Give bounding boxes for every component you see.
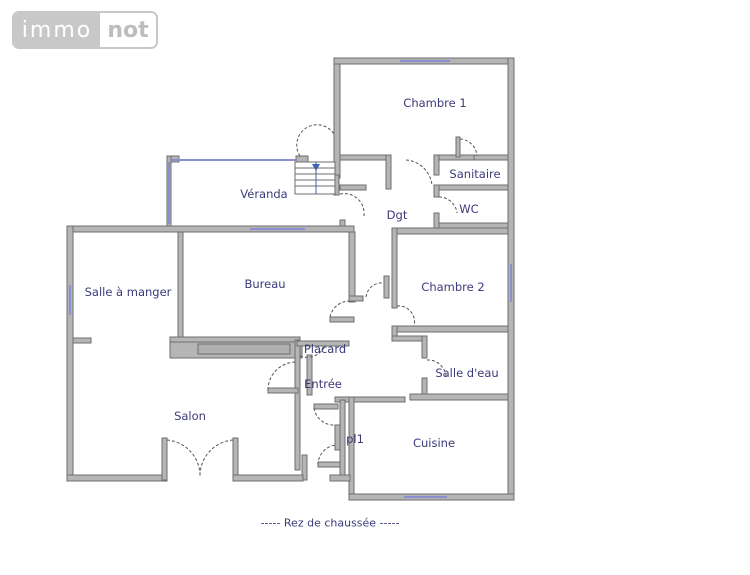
room-label-sanitaire: Sanitaire	[449, 167, 501, 181]
staircase	[294, 161, 336, 195]
logo-part-not: not	[100, 13, 156, 47]
room-label-dgt: Dgt	[386, 208, 408, 222]
windows	[69, 60, 512, 498]
immonot-logo: immo not	[12, 11, 158, 49]
room-label-wc: WC	[459, 202, 479, 216]
room-label-chambre-1: Chambre 1	[403, 96, 467, 110]
logo-part-immo: immo	[14, 13, 100, 47]
placard-shelf	[197, 343, 291, 355]
room-label-placard: Placard	[303, 342, 347, 356]
walls	[66, 57, 515, 501]
room-label-chambre-2: Chambre 2	[421, 280, 485, 294]
room-label-bureau: Bureau	[244, 277, 286, 291]
room-label-salon: Salon	[174, 409, 206, 423]
room-label-cuisine: Cuisine	[412, 436, 456, 450]
door-swings	[166, 124, 478, 478]
room-label-veranda: Véranda	[240, 187, 288, 201]
room-label-entree: Entrée	[304, 377, 342, 391]
room-label-pl1: pl1	[346, 432, 364, 446]
floor-caption: ----- Rez de chaussée -----	[260, 516, 400, 530]
room-label-salle-a-manger: Salle à manger	[84, 285, 172, 299]
room-label-salle-d-eau: Salle d'eau	[435, 366, 499, 380]
